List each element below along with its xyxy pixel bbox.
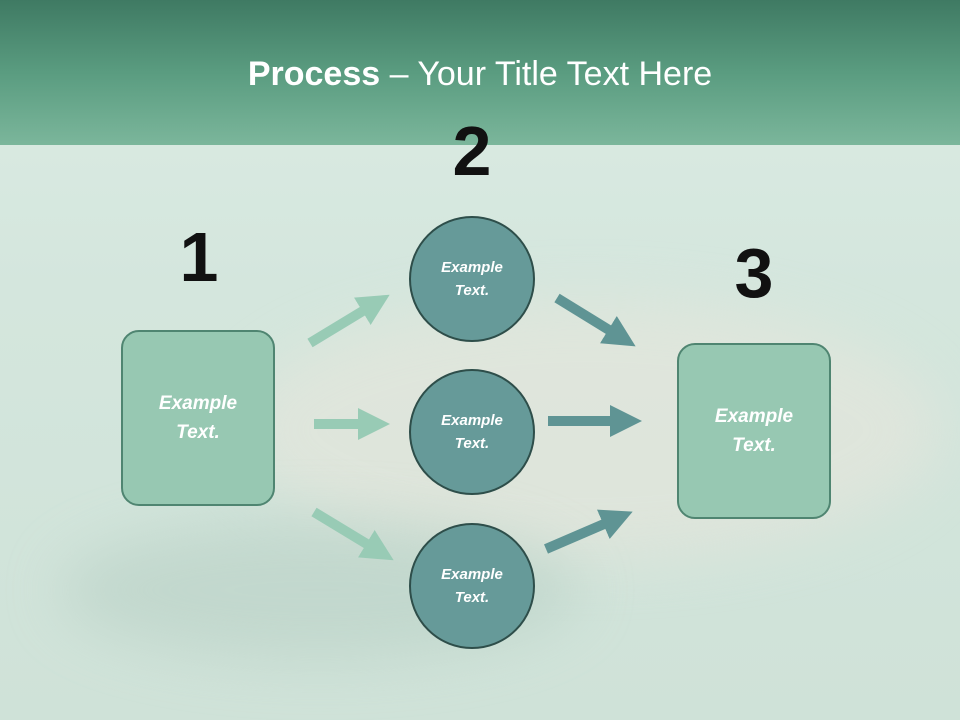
step-number-1: 1 bbox=[179, 218, 219, 296]
step-number-2: 2 bbox=[452, 112, 492, 190]
arrow-box1-to-circle1 bbox=[307, 294, 390, 348]
title-rest: – Your Title Text Here bbox=[380, 55, 713, 93]
step1-box-label: Example Text. bbox=[158, 393, 238, 443]
title-bold: Process bbox=[247, 55, 381, 93]
title-bar bbox=[0, 0, 960, 145]
step2-circle-top: Example Text. bbox=[409, 216, 535, 342]
step3-box-label: Example Text. bbox=[714, 406, 794, 456]
step-number-3: 3 bbox=[734, 234, 774, 312]
circle-label: Example Text. bbox=[441, 566, 503, 606]
arrow-circle3-to-box3 bbox=[544, 509, 633, 554]
step1-box: Example Text. bbox=[121, 330, 275, 506]
step3-box: Example Text. bbox=[677, 343, 831, 519]
step2-circle-middle: Example Text. bbox=[409, 369, 535, 495]
slide-title: Process – Your Title Text Here bbox=[0, 52, 960, 96]
arrow-box1-to-circle3 bbox=[311, 507, 394, 561]
circle-label: Example Text. bbox=[441, 259, 503, 299]
circle-label: Example Text. bbox=[441, 412, 503, 452]
arrow-circle1-to-box3 bbox=[554, 293, 636, 347]
step2-circle-bottom: Example Text. bbox=[409, 523, 535, 649]
